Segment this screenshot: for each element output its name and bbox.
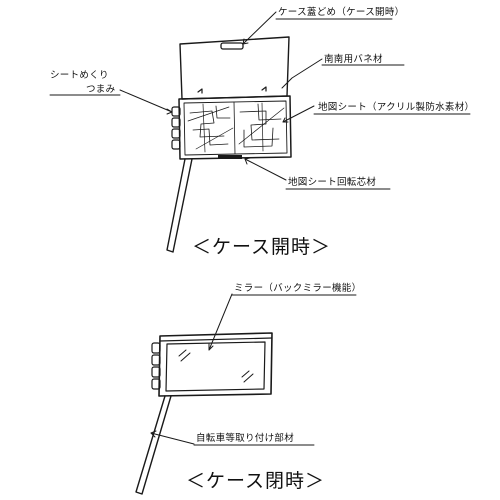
leader-lines-open <box>119 11 323 181</box>
spring-mark-right <box>261 86 267 92</box>
closed-case-figure <box>135 332 273 495</box>
label-sheet-knob-line2: つまみ <box>86 84 115 95</box>
label-sheet-rotation-rod: 地図シート回転芯材 <box>288 176 376 188</box>
leader-lines-closed <box>150 293 233 445</box>
closed-case-top-edge <box>159 337 273 342</box>
spring-mark-left <box>197 88 203 94</box>
case-body-inner <box>183 100 288 156</box>
mount-arm-open <box>166 158 193 253</box>
case-body <box>178 95 292 160</box>
label-mirror: ミラー（バックミラー機能） <box>234 282 361 294</box>
open-lid <box>179 36 290 100</box>
label-case-lid-stopper: ケース蓋どめ（ケース開時） <box>278 6 404 18</box>
mirror-surface <box>165 341 266 392</box>
mirror-reflection-2 <box>241 370 254 383</box>
caption-case-open: ＜ケース開時＞ <box>192 236 331 258</box>
label-map-sheet: 地図シート（アクリル製防水素材） <box>318 101 474 113</box>
label-south-north-spring: 南南用バネ材 <box>324 53 383 65</box>
label-sheet-knob-line1: シートめくり <box>50 70 109 81</box>
mirror-reflection-1 <box>178 349 191 362</box>
closed-case-knobs <box>151 342 161 390</box>
open-case-figure <box>166 36 292 253</box>
rotation-rod <box>218 155 242 159</box>
lid-stopper-tab <box>220 42 244 50</box>
case-center-divider <box>233 101 236 155</box>
map-sheet-drawing <box>187 102 285 153</box>
label-bike-mount: 自転車等取り付け部材 <box>196 432 294 444</box>
caption-case-closed: ＜ケース閉時＞ <box>186 470 325 492</box>
mount-arm-closed <box>135 395 172 495</box>
